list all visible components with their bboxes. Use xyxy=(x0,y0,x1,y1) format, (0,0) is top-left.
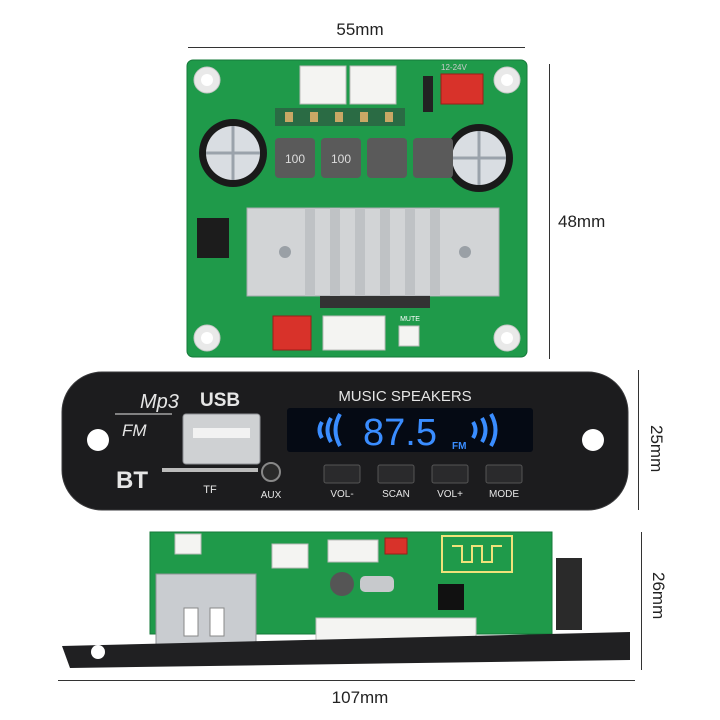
capacitor-right xyxy=(445,124,513,192)
panel-title: MUSIC SPEAKERS xyxy=(338,388,471,405)
panel-side-hole xyxy=(91,645,105,659)
scan-button[interactable] xyxy=(377,464,415,484)
connector-white-3 xyxy=(327,539,379,563)
side-bracket xyxy=(556,558,582,630)
mute-label: MUTE xyxy=(400,316,420,323)
side-view-board xyxy=(62,531,630,668)
vol-minus-button[interactable] xyxy=(323,464,361,484)
dimension-line-side-height xyxy=(641,532,642,670)
bottom-connectors xyxy=(272,315,420,351)
display-unit: FM xyxy=(452,441,466,452)
dimension-width-amp: 55mm xyxy=(336,20,384,39)
mode-label: MODE xyxy=(489,489,519,500)
connector-white-1 xyxy=(174,533,202,555)
logo-mp3: Mp3 xyxy=(140,391,179,413)
dimension-line-total-width xyxy=(58,680,635,681)
crystal xyxy=(360,576,394,592)
logo-fm: FM xyxy=(122,421,147,440)
top-connectors xyxy=(299,65,484,112)
dimension-line-panel-height xyxy=(638,370,639,510)
inductors xyxy=(275,138,453,178)
vol-plus-button[interactable] xyxy=(431,464,469,484)
panel-side-edge xyxy=(62,632,630,668)
lcd-display xyxy=(287,408,533,452)
front-panel: Mp3 FM USB BT TF AUX MUSIC SPEAKERS 87.5… xyxy=(61,371,629,511)
scan-label: SCAN xyxy=(382,489,410,500)
usb-slot-2 xyxy=(209,607,225,637)
vol-plus-label: VOL+ xyxy=(437,489,463,500)
dimension-height-panel: 25mm xyxy=(647,425,666,473)
panel-hole-left xyxy=(87,429,109,451)
dimension-line-amp-width xyxy=(188,47,525,48)
mode-button[interactable] xyxy=(485,464,523,484)
heatsink xyxy=(246,207,500,297)
capacitor-small xyxy=(330,572,354,596)
usb-slot-1 xyxy=(183,607,199,637)
regulator-chip xyxy=(197,218,229,258)
display-frequency: 87.5 xyxy=(363,412,437,454)
usb-housing xyxy=(155,573,257,647)
tf-slot[interactable] xyxy=(162,468,258,472)
capacitor-left xyxy=(199,119,267,187)
tf-label: TF xyxy=(203,484,217,496)
aux-jack[interactable] xyxy=(261,462,281,482)
pin-header xyxy=(320,296,430,308)
signal-bars-left-icon xyxy=(317,413,342,447)
power-label: 12-24V xyxy=(441,63,467,72)
amplifier-board: 12-24V 100 100 xyxy=(186,59,528,358)
dimension-height-side: 26mm xyxy=(649,572,668,620)
dimension-line-amp-height xyxy=(549,64,550,359)
connector-white-2 xyxy=(271,543,309,569)
usb-tongue xyxy=(193,428,250,438)
usb-label: USB xyxy=(200,390,240,411)
usb-port[interactable] xyxy=(182,413,261,465)
bluetooth-antenna xyxy=(441,535,513,573)
dimension-height-amp: 48mm xyxy=(558,212,606,231)
connector-red xyxy=(384,537,408,555)
bt-label: BT xyxy=(116,467,148,494)
panel-hole-right xyxy=(582,429,604,451)
mounting-holes xyxy=(193,66,521,352)
signal-bars-right-icon xyxy=(471,413,498,447)
aux-label: AUX xyxy=(261,490,282,501)
inductor-mark-2: 100 xyxy=(331,152,351,166)
inductor-mark-1: 100 xyxy=(285,152,305,166)
vol-minus-label: VOL- xyxy=(330,489,353,500)
dimension-width-total: 107mm xyxy=(331,688,389,707)
ic-chip xyxy=(438,584,464,610)
smd-components xyxy=(275,108,405,126)
